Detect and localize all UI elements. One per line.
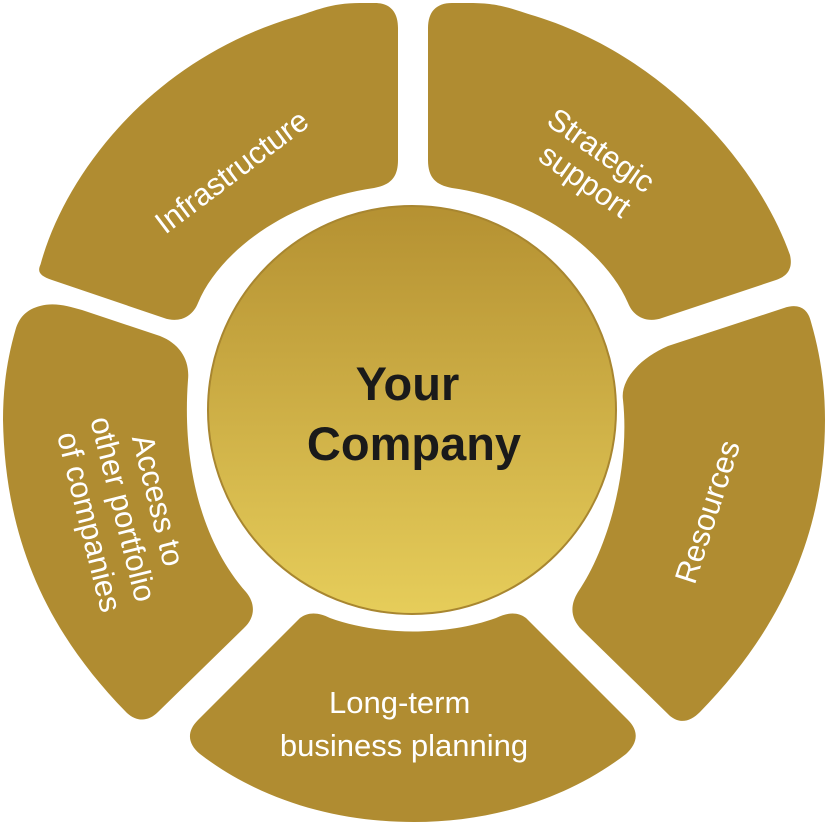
segment-resources: Resources: [572, 306, 825, 721]
center-title: Your Company: [307, 357, 521, 470]
segment-access-to-other-portfolio: Access to other portfolio of companies: [3, 304, 253, 720]
center-title-line-1: Your: [356, 357, 460, 410]
center-title-line-2: Company: [307, 417, 521, 470]
segment-strategic-support: Strategic support: [428, 3, 791, 320]
center-hub: Your Company: [207, 205, 617, 615]
center-circle: [207, 205, 617, 615]
segment-long-term-business-planning: Long-term business planning: [189, 613, 636, 822]
segment-label-long-term-business-planning: Long-term business planning: [280, 685, 528, 763]
